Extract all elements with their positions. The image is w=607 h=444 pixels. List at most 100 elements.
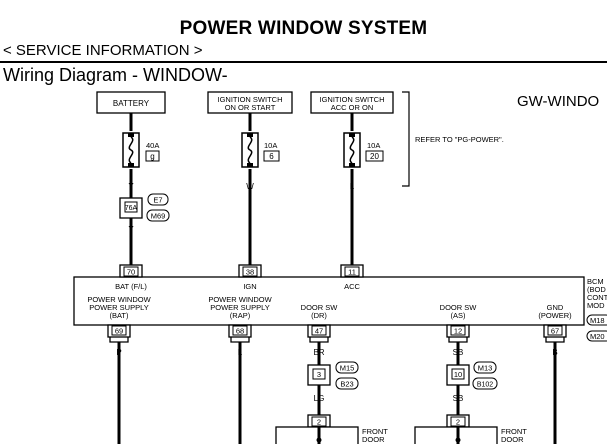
bcm-output-69-label-1: POWER WINDOW xyxy=(87,295,151,304)
bcm-input-38-label: IGN xyxy=(243,282,256,291)
door-terminal-dr: 2 xyxy=(307,414,331,428)
bcm-output-67-label-1: GND xyxy=(547,303,564,312)
wire-color-out-69: P xyxy=(116,348,121,357)
wire-color-acc: L xyxy=(350,182,355,191)
fuse-2-number-box xyxy=(263,150,280,162)
door-terminal-dr-number: 2 xyxy=(317,418,321,427)
bcm-output-69-number: 69 xyxy=(115,327,123,336)
front-door-as-label-1: FRONT xyxy=(501,427,527,436)
wire-color-out-68: L xyxy=(238,348,243,357)
connector-tag-m18[interactable] xyxy=(586,314,607,326)
fuse-10a-acc-icon xyxy=(343,132,361,168)
front-door-dr-label-1: FRONT xyxy=(362,427,388,436)
fuse-3-number: 20 xyxy=(370,152,379,161)
bcm-output-terminal-47: 47 xyxy=(307,324,331,343)
wire-color-out-67: B xyxy=(552,348,557,357)
bcm-output-47-label-2: (DR) xyxy=(311,311,327,320)
bcm-output-47-number: 47 xyxy=(315,327,323,336)
ign-start-label-1: IGNITION SWITCH xyxy=(218,95,283,104)
connector-tag-m20[interactable] xyxy=(586,330,607,342)
connector-tag-b23[interactable] xyxy=(335,377,359,390)
ign-start-label-2: ON OR START xyxy=(225,103,276,112)
wire-color-out-12: SB xyxy=(453,348,464,357)
bcm-side-label-2: (BOD xyxy=(587,285,606,294)
bcm-output-47-label-1: DOOR SW xyxy=(301,303,339,312)
bcm-side-label-4: MOD xyxy=(587,301,605,310)
refer-note[interactable]: REFER TO "PG-POWER". xyxy=(415,135,504,144)
bcm-output-terminal-67: 67 xyxy=(543,324,567,343)
document-title: POWER WINDOW SYSTEM xyxy=(179,18,428,39)
front-door-as-label-2: DOOR xyxy=(501,435,524,444)
header-rule xyxy=(0,61,607,63)
bcm-output-12-number: 12 xyxy=(454,327,462,336)
diagram-title: Wiring Diagram - WINDOW- xyxy=(3,65,228,85)
bcm-output-68-label-1: POWER WINDOW xyxy=(208,295,272,304)
connector-tag-b23-label: B23 xyxy=(340,380,353,389)
ign-acc-label-2: ACC OR ON xyxy=(331,103,374,112)
battery-label: BATTERY xyxy=(113,99,150,108)
inline-connector-as-label: 10 xyxy=(454,370,462,379)
connector-tag-m13-label: M13 xyxy=(478,364,493,373)
connector-tag-m18-label: M18 xyxy=(590,316,605,325)
inline-connector-76a-label: 76A xyxy=(125,205,138,212)
wire-color-as-sb: SB xyxy=(453,394,464,403)
connector-tag-e7-label: E7 xyxy=(153,196,162,205)
fuse-1-number: g xyxy=(150,152,154,161)
front-door-switch-dr-box xyxy=(275,426,359,444)
front-door-dr-label-2: DOOR xyxy=(362,435,385,444)
fuse-1-number-box xyxy=(145,150,160,162)
bcm-input-11-label: ACC xyxy=(344,282,360,291)
connector-tag-m15-label: M15 xyxy=(340,364,355,373)
bcm-input-70-number: 70 xyxy=(127,268,135,277)
fuse-3-number-box xyxy=(365,150,384,162)
connector-tag-m69-label: M69 xyxy=(151,212,166,221)
connector-tag-m13[interactable] xyxy=(473,361,497,374)
connector-tag-m69[interactable] xyxy=(146,209,170,222)
connector-tag-b102-label: B102 xyxy=(477,382,493,389)
front-door-switch-as-box xyxy=(414,426,498,444)
bcm-input-70-label: BAT (F/L) xyxy=(115,282,147,291)
fuse-1-amp: 40A xyxy=(146,141,159,150)
diagram-code: GW-WINDO xyxy=(517,93,599,110)
wire-color-out-47: BR xyxy=(313,348,324,357)
connector-tag-m15[interactable] xyxy=(335,361,359,374)
bcm-box xyxy=(73,276,585,326)
fuse-10a-ign-icon xyxy=(241,132,259,168)
fuse-40a-icon xyxy=(122,132,140,168)
bcm-output-67-number: 67 xyxy=(551,327,559,336)
bcm-input-terminal-70: 70 xyxy=(119,264,143,278)
bcm-output-68-label-3: (RAP) xyxy=(230,311,251,320)
bcm-input-terminal-11: 11 xyxy=(340,264,364,278)
bcm-output-terminal-12: 12 xyxy=(446,324,470,343)
door-terminal-as: 2 xyxy=(446,414,470,428)
wire-color-after-inline: Y xyxy=(128,225,134,234)
bcm-output-terminal-68: 68 xyxy=(228,324,252,343)
bcm-output-67-label-2: (POWER) xyxy=(538,311,572,320)
fuse-2-amp: 10A xyxy=(264,141,277,150)
wire-color-ign: W xyxy=(246,182,254,191)
fuse-2-number: 6 xyxy=(269,152,274,161)
bcm-output-terminal-69: 69 xyxy=(107,324,131,343)
connector-tag-e7[interactable] xyxy=(147,193,169,206)
ign-acc-label-1: IGNITION SWITCH xyxy=(320,95,385,104)
wire-color-battery: Y xyxy=(128,182,134,191)
bcm-output-12-label-2: (AS) xyxy=(451,311,467,320)
section-breadcrumb[interactable]: < SERVICE INFORMATION > xyxy=(3,42,203,59)
bcm-output-12-label-1: DOOR SW xyxy=(440,303,478,312)
refer-bracket xyxy=(402,91,410,187)
bcm-input-terminal-38: 38 xyxy=(238,264,262,278)
bcm-output-69-label-2: POWER SUPPLY xyxy=(89,303,148,312)
connector-tag-m20-label: M20 xyxy=(590,332,605,341)
door-terminal-as-number: 2 xyxy=(456,418,460,427)
bcm-side-label-3: CONT xyxy=(587,293,607,302)
bcm-output-68-label-2: POWER SUPPLY xyxy=(210,303,269,312)
wire-color-dr-lg: LG xyxy=(314,394,325,403)
bcm-output-69-label-3: (BAT) xyxy=(109,311,129,320)
bcm-input-11-number: 11 xyxy=(348,268,356,277)
bcm-output-68-number: 68 xyxy=(236,327,244,336)
bcm-side-label-1: BCM xyxy=(587,277,604,286)
fuse-3-amp: 10A xyxy=(367,141,380,150)
inline-connector-dr-label: 3 xyxy=(317,370,321,379)
connector-tag-b102[interactable] xyxy=(472,377,498,390)
